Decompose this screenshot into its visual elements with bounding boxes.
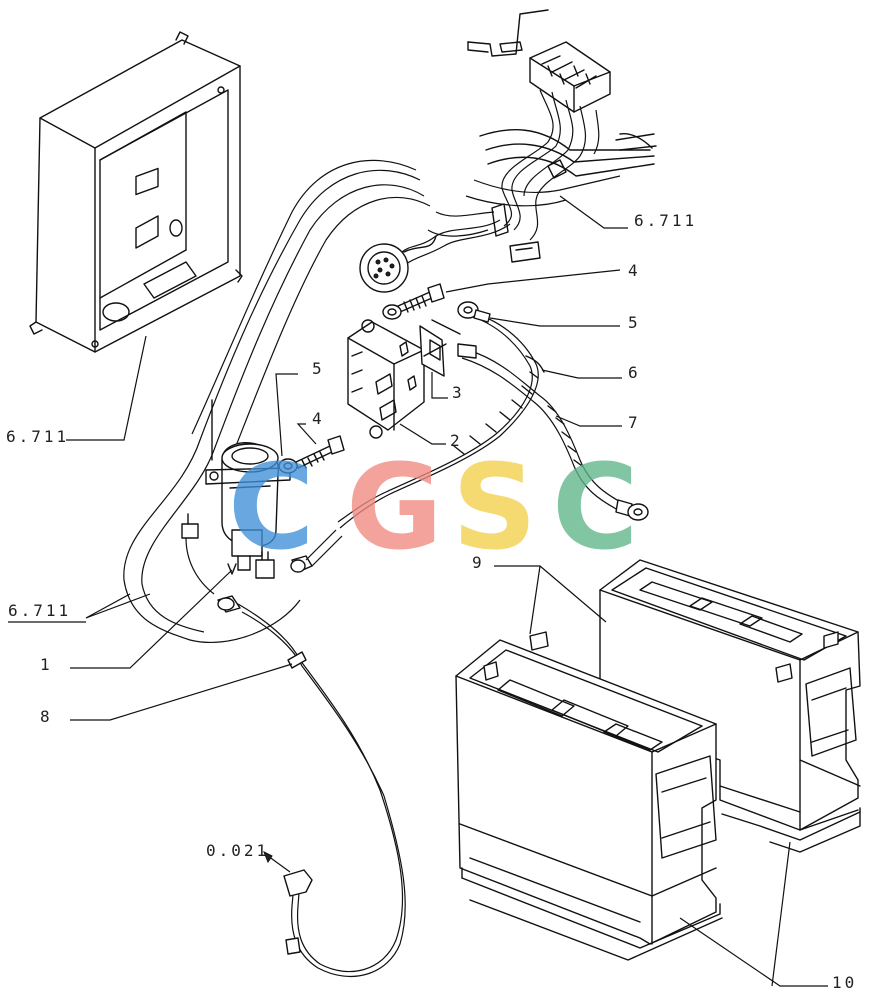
- control-box-housing: [29, 31, 243, 353]
- watermark-letter-c1: C: [228, 438, 315, 576]
- battery-switch-1: [205, 399, 291, 575]
- callout-6711-loop: 6.711: [8, 601, 71, 620]
- callout-2: 2: [450, 431, 463, 450]
- ground-cable-8: [217, 595, 406, 977]
- callout-0021: 0.021: [206, 841, 269, 860]
- battery-rear: [599, 559, 861, 853]
- cable-6: [337, 301, 545, 530]
- wiring-harness: [359, 9, 657, 293]
- callout-5-right: 5: [628, 313, 641, 332]
- watermark-letter-g: G: [346, 438, 443, 576]
- watermark-letter-s: S: [452, 438, 537, 576]
- washer-5-top: [382, 304, 402, 320]
- connector-small: [181, 513, 275, 595]
- callout-6: 6: [628, 363, 641, 382]
- watermark-letter-c2: C: [552, 438, 639, 576]
- battery-tray-10: [461, 811, 861, 961]
- callout-3: 3: [452, 383, 465, 402]
- washer-5-mid: [278, 458, 298, 474]
- battery-front: [455, 631, 717, 945]
- callout-1: 1: [40, 655, 53, 674]
- callout-4-top: 4: [628, 261, 641, 280]
- callout-6711-box: 6.711: [6, 427, 69, 446]
- bolt-4-top: [397, 283, 445, 313]
- callout-8: 8: [40, 707, 53, 726]
- watermark-logo: C G S C: [228, 438, 639, 576]
- cable-7: [457, 343, 649, 521]
- relay-block: [347, 319, 461, 439]
- short-cable: [290, 529, 343, 573]
- callout-7: 7: [628, 413, 641, 432]
- callout-10: 10: [832, 973, 857, 992]
- harness-loop-cable: [123, 159, 431, 644]
- callout-6711-harness: 6.711: [634, 211, 697, 230]
- callout-4-mid: 4: [312, 409, 325, 428]
- callout-9: 9: [472, 553, 485, 572]
- callout-5-mid: 5: [312, 359, 325, 378]
